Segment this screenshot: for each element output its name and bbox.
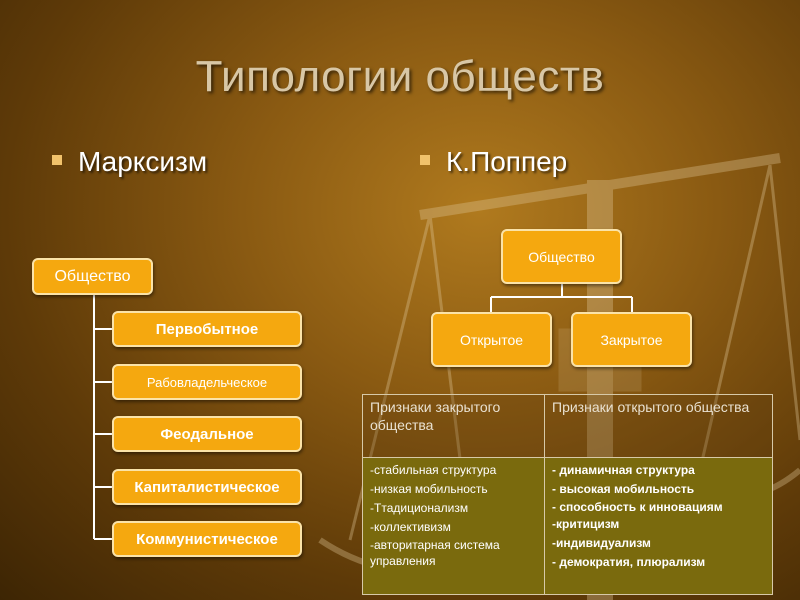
list-item: -коллективизм (370, 520, 451, 534)
list-item: - способность к инновациям (552, 500, 723, 514)
bullet-icon (52, 154, 62, 165)
closed-features-list: -стабильная структура -низкая мобильност… (370, 461, 537, 569)
list-item: - демократия, плюрализм (552, 555, 706, 569)
list-item: -стабильная структура (370, 463, 497, 477)
list-item: - высокая мобильность (552, 482, 695, 496)
closed-features-cell: -стабильная структура -низкая мобильност… (362, 457, 545, 595)
list-item: -низкая мобильность (370, 482, 488, 496)
list-item: -индивидуализм (552, 536, 651, 550)
popper-root-label: Общество (528, 248, 595, 265)
stage-slave-box: Рабовладельческое (112, 364, 302, 400)
table-header-row: Признаки закрытого общества Признаки отк… (362, 394, 773, 458)
stage-primitive-box: Первобытное (112, 311, 302, 347)
slide-title: Типологии обществ (195, 52, 605, 101)
closed-society-box: Закрытое (571, 312, 692, 367)
open-society-label: Открытое (459, 331, 524, 348)
list-item: -Ттадиционализм (370, 501, 469, 515)
stage-communist-box: Коммунистическое (112, 521, 302, 557)
marxism-root-label: Общество (54, 267, 131, 285)
list-item: -авторитарная система управления (370, 538, 500, 568)
stage-feudal-box: Феодальное (112, 416, 302, 452)
stage-label: Коммунистическое (136, 530, 278, 548)
heading-popper-label: К.Поппер (446, 146, 568, 177)
features-table: Признаки закрытого общества Признаки отк… (362, 394, 773, 595)
stage-capitalist-box: Капиталистическое (112, 469, 302, 505)
bullet-icon (420, 154, 430, 165)
open-features-list: - динамичная структура - высокая мобильн… (552, 461, 765, 572)
closed-society-label: Закрытое (600, 331, 663, 348)
stage-label: Рабовладельческое (146, 374, 268, 390)
open-header-cell: Признаки открытого общества (544, 394, 773, 458)
closed-header-cell: Признаки закрытого общества (362, 394, 545, 458)
stage-label: Капиталистическое (134, 478, 280, 496)
stage-label: Феодальное (160, 425, 254, 443)
table-body-row: -стабильная структура -низкая мобильност… (362, 457, 773, 595)
stage-label: Первобытное (155, 320, 259, 338)
popper-root-box: Общество (501, 229, 622, 284)
heading-marxism: Марксизм (52, 146, 207, 178)
list-item: - динамичная структура (552, 463, 695, 477)
open-features-cell: - динамичная структура - высокая мобильн… (544, 457, 773, 595)
open-society-box: Открытое (431, 312, 552, 367)
heading-popper: К.Поппер (420, 146, 567, 178)
list-item: -критицизм (552, 517, 620, 531)
marxism-root-box: Общество (32, 258, 153, 295)
heading-marxism-label: Марксизм (78, 146, 208, 177)
